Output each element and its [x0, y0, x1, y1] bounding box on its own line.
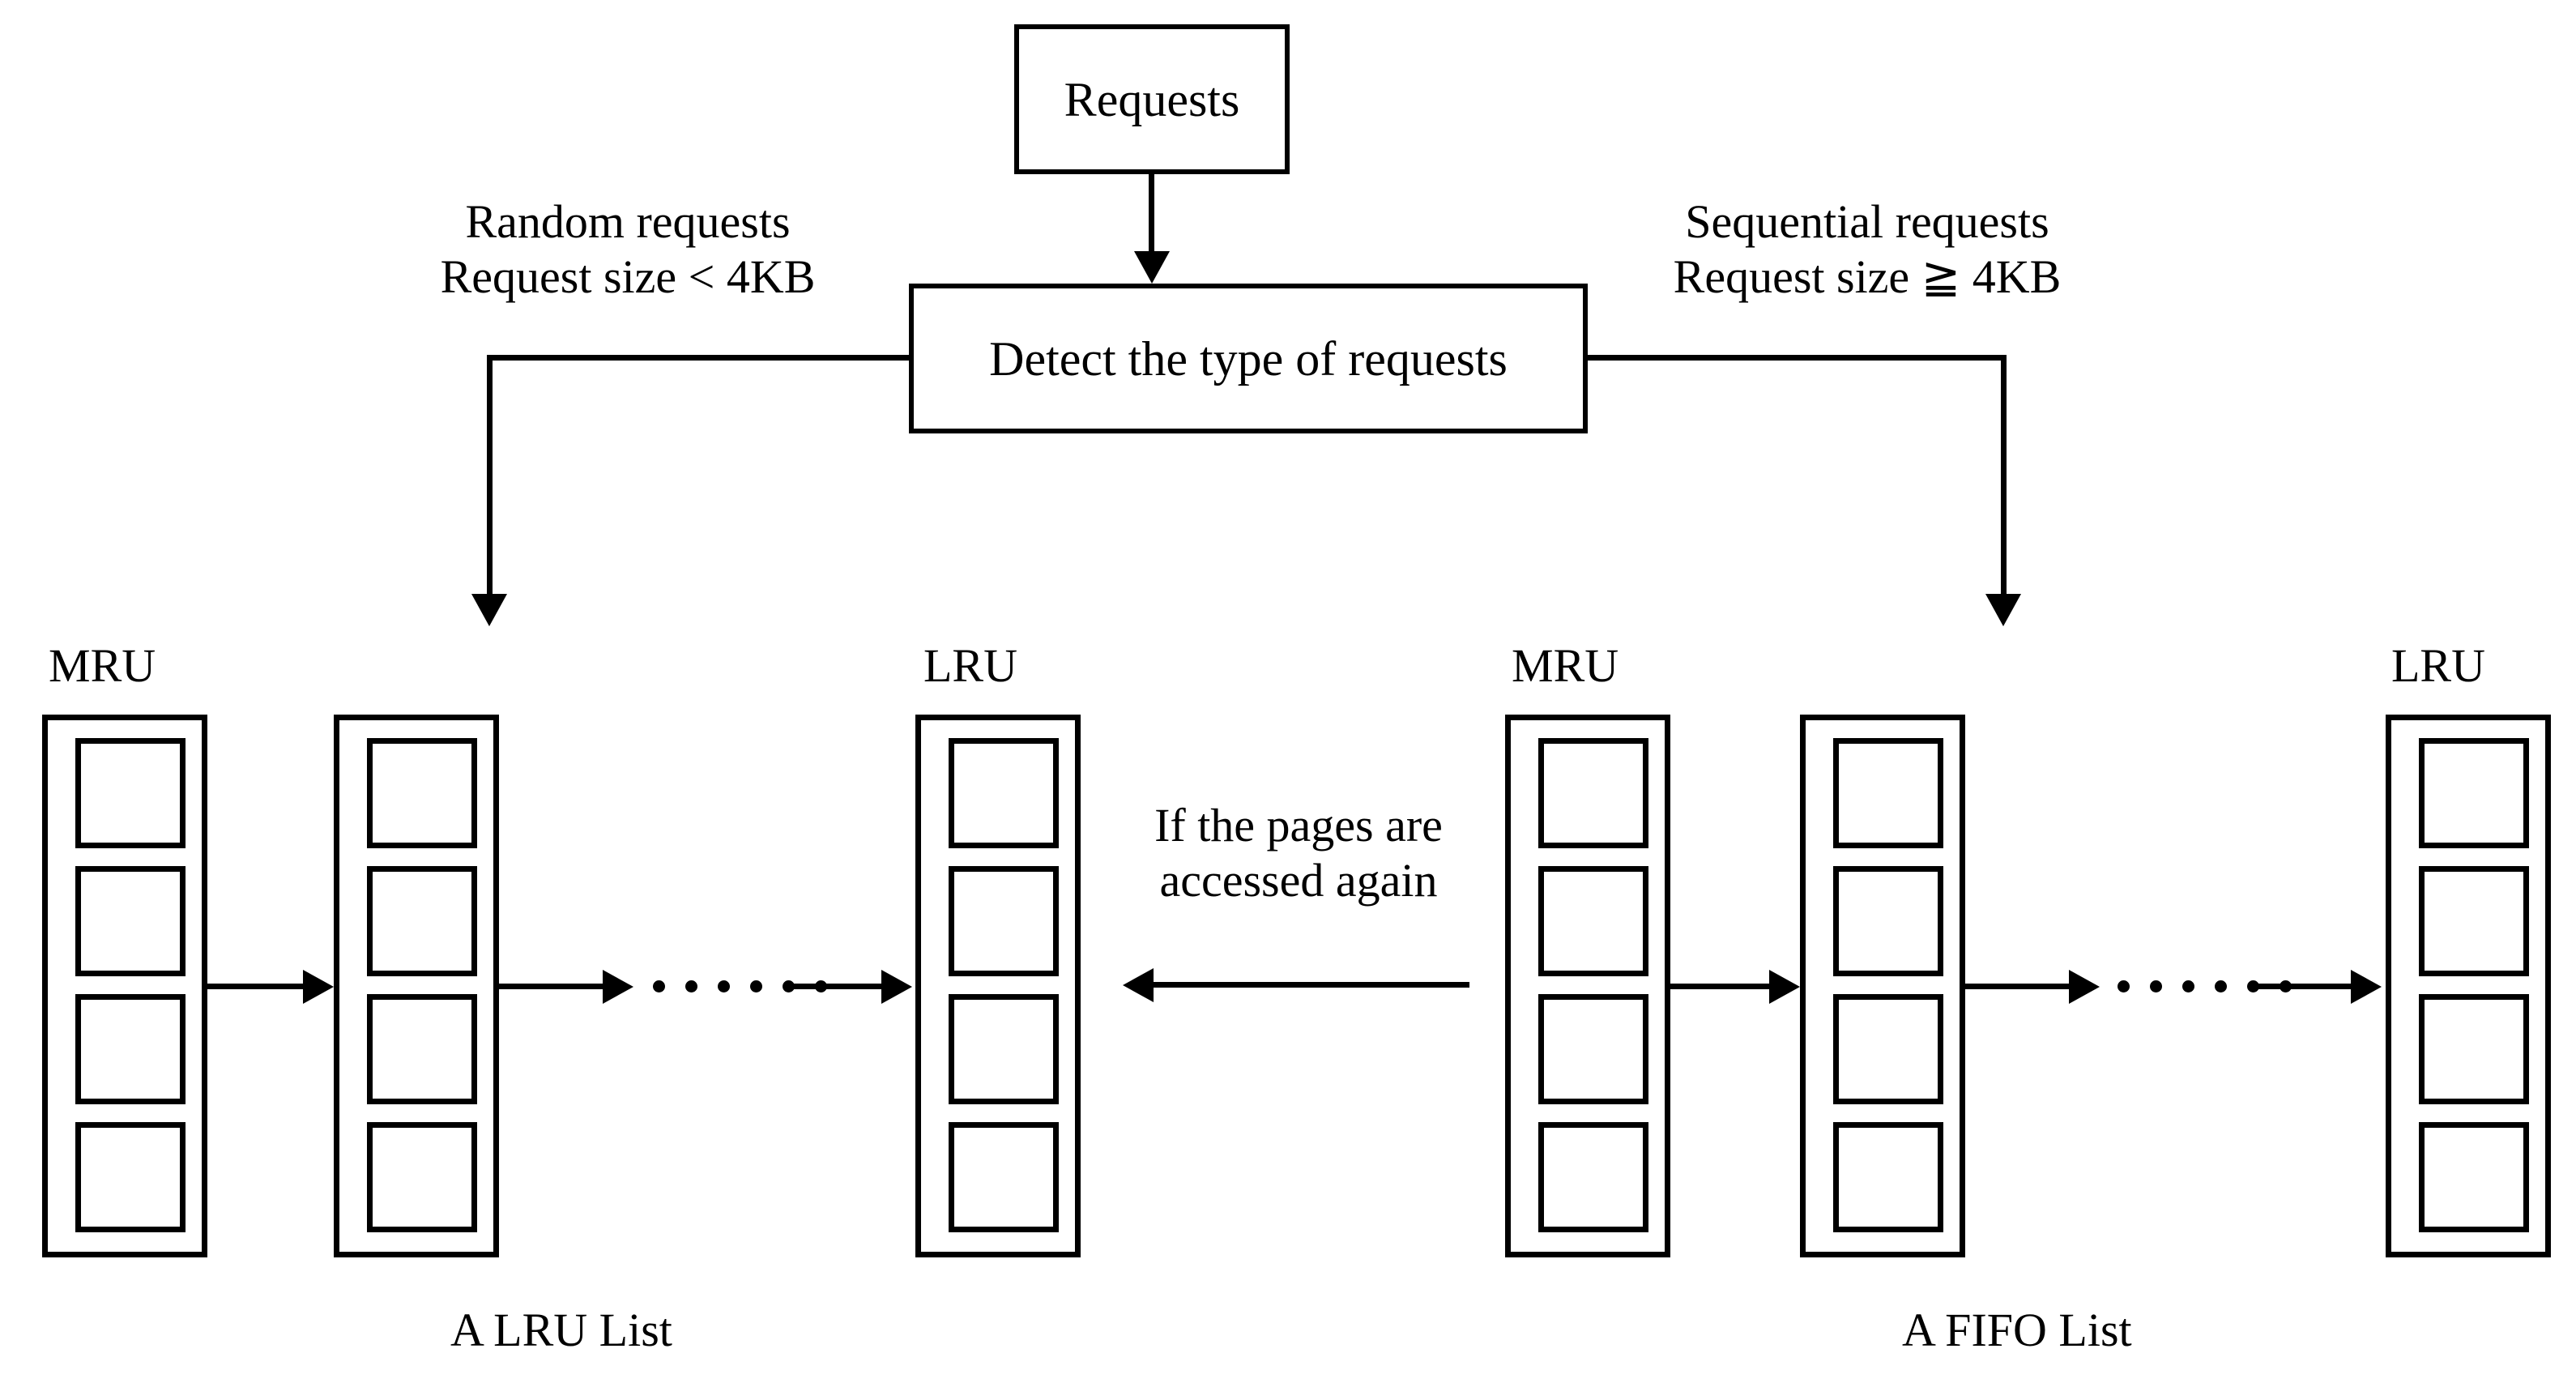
requests-to-detect-line: [1149, 174, 1154, 255]
ellipsis-dot: [718, 980, 730, 992]
left-list-arrow-2-head: [603, 970, 633, 1004]
page-cell: [75, 866, 186, 976]
left-list-arrow-3-line: [786, 984, 883, 989]
left-list-arrow-2-line: [499, 984, 604, 989]
right-list-caption-text: A FIFO List: [1902, 1304, 2132, 1356]
left-list-mru-text: MRU: [49, 639, 156, 692]
ellipsis-dot: [653, 980, 665, 992]
right-branch-hline: [1585, 355, 2007, 361]
right-list-ellipsis: [2118, 980, 2292, 992]
ellipsis-dot: [2150, 980, 2162, 992]
right-list-column-2: [1800, 715, 1965, 1257]
page-cell: [1833, 994, 1943, 1104]
right-list-arrow-1-head: [1769, 970, 1800, 1004]
left-branch-line2: Request size < 4KB: [440, 250, 816, 304]
feedback-line2: accessed again: [1159, 854, 1438, 907]
right-branch-line2: Request size ≧ 4KB: [1673, 250, 2062, 304]
left-list-column-2: [334, 715, 499, 1257]
right-list-mru-label: MRU: [1512, 638, 1619, 694]
left-list-arrow-1-head: [303, 970, 334, 1004]
requests-box-label: Requests: [1064, 72, 1240, 126]
right-list-arrow-1-line: [1670, 984, 1771, 989]
right-list-arrow-2-head: [2069, 970, 2100, 1004]
detect-requests-box: Detect the type of requests: [909, 284, 1588, 433]
page-cell: [367, 866, 477, 976]
left-branch-line1: Random requests: [465, 195, 791, 248]
page-cell: [2419, 738, 2529, 848]
right-list-column-3: [2386, 715, 2551, 1257]
left-branch-vline: [487, 355, 493, 598]
requests-box: Requests: [1014, 24, 1290, 174]
left-list-arrow-1-line: [207, 984, 305, 989]
right-branch-line1: Sequential requests: [1685, 195, 2049, 248]
requests-to-detect-arrowhead: [1134, 251, 1170, 284]
right-list-arrow-2-line: [1965, 984, 2071, 989]
left-list-mru-label: MRU: [49, 638, 156, 694]
page-cell: [1833, 738, 1943, 848]
page-cell: [2419, 994, 2529, 1104]
right-list-arrow-3-line: [2252, 984, 2352, 989]
feedback-line1: If the pages are: [1154, 799, 1443, 852]
page-cell: [367, 994, 477, 1104]
page-cell: [1538, 866, 1648, 976]
ellipsis-dot: [2118, 980, 2130, 992]
right-list-column-1: [1505, 715, 1670, 1257]
page-cell: [1833, 866, 1943, 976]
page-cell: [2419, 1122, 2529, 1232]
page-cell: [2419, 866, 2529, 976]
ellipsis-dot: [2215, 980, 2227, 992]
ellipsis-dot: [2182, 980, 2194, 992]
left-branch-hline: [487, 355, 911, 361]
page-cell: [949, 738, 1059, 848]
page-cell: [949, 994, 1059, 1104]
right-list-mru-text: MRU: [1512, 639, 1619, 692]
left-list-column-1: [42, 715, 207, 1257]
left-list-caption-text: A LRU List: [450, 1304, 672, 1356]
page-cell: [949, 1122, 1059, 1232]
left-list-column-3: [915, 715, 1081, 1257]
left-branch-arrowhead: [471, 594, 507, 626]
page-cell: [949, 866, 1059, 976]
page-cell: [1538, 738, 1648, 848]
right-branch-arrowhead: [1985, 594, 2021, 626]
right-list-lru-text: LRU: [2391, 639, 2485, 692]
right-list-lru-label: LRU: [2391, 638, 2485, 694]
ellipsis-dot: [750, 980, 762, 992]
detect-requests-box-label: Detect the type of requests: [989, 331, 1508, 386]
left-list-lru-text: LRU: [923, 639, 1017, 692]
right-list-caption: A FIFO List: [1902, 1303, 2132, 1358]
left-list-caption: A LRU List: [450, 1303, 672, 1358]
feedback-arrow-head: [1123, 968, 1154, 1002]
page-cell: [75, 994, 186, 1104]
page-cell: [1538, 994, 1648, 1104]
right-branch-vline: [2001, 355, 2007, 598]
right-list-arrow-3-head: [2351, 970, 2382, 1004]
left-list-arrow-3-head: [881, 970, 912, 1004]
page-cell: [75, 738, 186, 848]
feedback-arrow-line: [1154, 982, 1469, 988]
left-list-lru-label: LRU: [923, 638, 1017, 694]
ellipsis-dot: [685, 980, 697, 992]
page-cell: [1538, 1122, 1648, 1232]
page-cell: [1833, 1122, 1943, 1232]
page-cell: [367, 1122, 477, 1232]
page-cell: [75, 1122, 186, 1232]
page-cell: [367, 738, 477, 848]
